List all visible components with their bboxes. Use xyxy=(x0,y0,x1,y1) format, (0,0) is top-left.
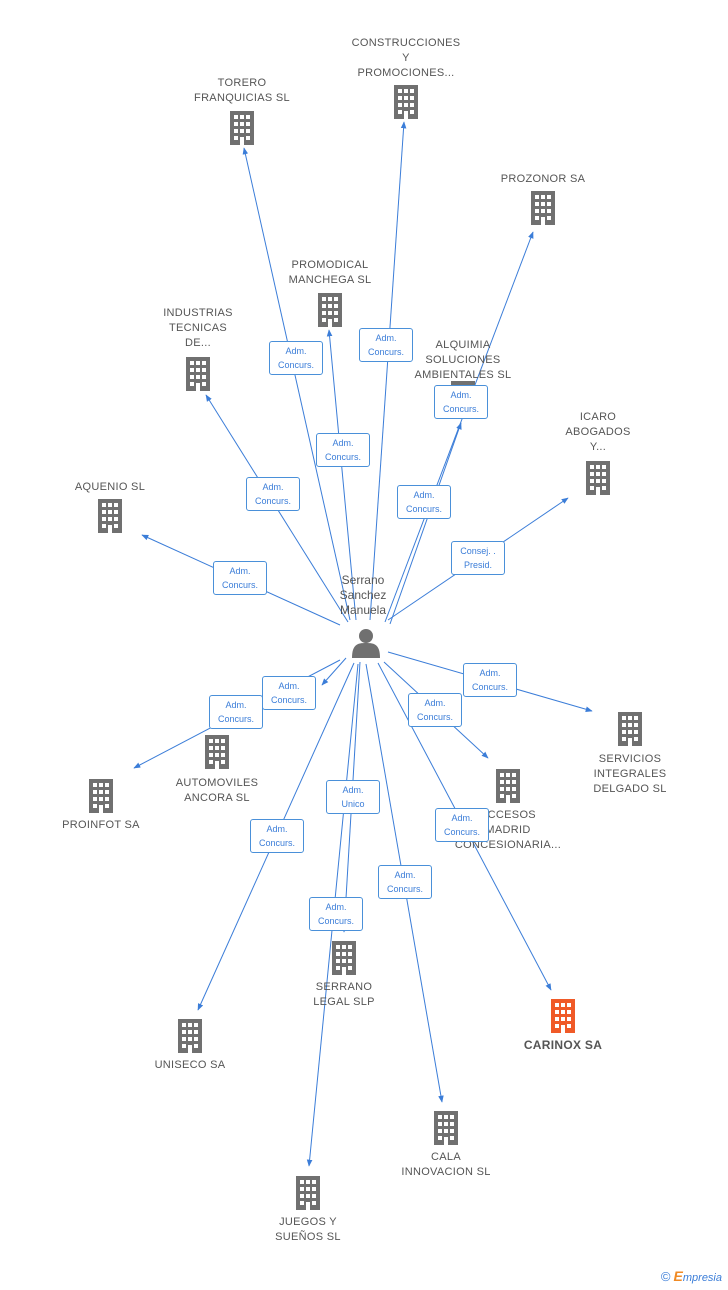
company-label-juegos[interactable]: JUEGOS Y SUEÑOS SL xyxy=(275,1216,341,1243)
company-label-torero[interactable]: TORERO FRANQUICIAS SL xyxy=(194,77,290,104)
relation-label-alquimia: Adm. Concurs. xyxy=(397,485,451,519)
center-person-label[interactable]: Serrano Sanchez Manuela xyxy=(339,573,387,617)
building-icon-accesos[interactable] xyxy=(496,769,520,803)
company-label-uniseco[interactable]: UNISECO SA xyxy=(154,1059,226,1071)
relation-label-proinfot: Adm. Concurs. xyxy=(209,695,263,729)
building-icon-construcciones[interactable] xyxy=(394,85,418,119)
relation-label-automoviles: Adm. Concurs. xyxy=(262,676,316,710)
brand-logo-text: mpresia xyxy=(682,1272,722,1284)
relation-label-promodical: Adm. Concurs. xyxy=(316,433,370,467)
building-icon-carinox[interactable] xyxy=(551,999,575,1033)
company-label-alquimia[interactable]: ALQUIMIA SOLUCIONES AMBIENTALES SL xyxy=(414,339,512,381)
building-icon-servicios[interactable] xyxy=(618,712,642,746)
relation-label-construcciones: Adm. Concurs. xyxy=(359,328,413,362)
company-label-serrano_legal[interactable]: SERRANO LEGAL SLP xyxy=(313,981,375,1008)
building-icon-industrias[interactable] xyxy=(186,357,210,391)
relation-label-serrano_legal: Adm. Unico xyxy=(326,780,380,814)
relation-label-uniseco: Adm. Concurs. xyxy=(250,819,304,853)
company-label-servicios[interactable]: SERVICIOS INTEGRALES DELGADO SL xyxy=(593,753,667,795)
relation-label-industrias: Adm. Concurs. xyxy=(246,477,300,511)
relation-label-prozonor: Adm. Concurs. xyxy=(434,385,488,419)
building-icon-cala[interactable] xyxy=(434,1111,458,1145)
edge-automoviles xyxy=(321,657,347,686)
relation-label-servicios: Adm. Concurs. xyxy=(463,663,517,697)
company-label-promodical[interactable]: PROMODICAL MANCHEGA SL xyxy=(288,259,372,286)
company-label-prozonor[interactable]: PROZONOR SA xyxy=(500,173,586,185)
copyright-symbol: © xyxy=(660,1269,671,1284)
brand-logo-initial: E xyxy=(673,1268,683,1284)
relation-label-icaro: Consej. . Presid. xyxy=(451,541,505,575)
building-icon-promodical[interactable] xyxy=(318,293,342,327)
building-icon-automoviles[interactable] xyxy=(205,735,229,769)
person-icon[interactable] xyxy=(352,629,380,658)
building-icon-proinfot[interactable] xyxy=(89,779,113,813)
edge-construcciones xyxy=(369,121,407,621)
brand-watermark: © Empresia xyxy=(661,1268,722,1284)
company-label-cala[interactable]: CALA INNOVACION SL xyxy=(401,1151,491,1178)
company-label-accesos[interactable]: ACCESOS MADRID CONCESIONARIA... xyxy=(454,809,562,851)
building-icon-torero[interactable] xyxy=(230,111,254,145)
building-icon-icaro[interactable] xyxy=(586,461,610,495)
relation-label-carinox: Adm. Concurs. xyxy=(435,808,489,842)
relation-label-torero: Adm. Concurs. xyxy=(269,341,323,375)
company-label-proinfot[interactable]: PROINFOT SA xyxy=(62,819,140,831)
relation-label-accesos: Adm. Concurs. xyxy=(408,693,462,727)
building-icon-prozonor[interactable] xyxy=(531,191,555,225)
company-label-aquenio[interactable]: AQUENIO SL xyxy=(74,481,146,493)
company-label-carinox[interactable]: CARINOX SA xyxy=(523,1038,603,1052)
building-icon-aquenio[interactable] xyxy=(98,499,122,533)
company-label-construcciones[interactable]: CONSTRUCCIONES Y PROMOCIONES... xyxy=(351,37,461,79)
relation-label-juegos: Adm. Concurs. xyxy=(309,897,363,931)
company-label-icaro[interactable]: ICARO ABOGADOS Y... xyxy=(565,411,631,453)
edge-torero xyxy=(242,147,351,621)
building-icon-serrano_legal[interactable] xyxy=(332,941,356,975)
building-icon-juegos[interactable] xyxy=(296,1176,320,1210)
edge-alquimia xyxy=(389,422,462,625)
building-icon-uniseco[interactable] xyxy=(178,1019,202,1053)
edge-promodical xyxy=(326,329,357,621)
relation-label-aquenio: Adm. Concurs. xyxy=(213,561,267,595)
company-label-automoviles[interactable]: AUTOMOVILES ANCORA SL xyxy=(175,777,259,804)
company-label-industrias[interactable]: INDUSTRIAS TECNICAS DE... xyxy=(163,307,233,349)
relation-label-cala: Adm. Concurs. xyxy=(378,865,432,899)
